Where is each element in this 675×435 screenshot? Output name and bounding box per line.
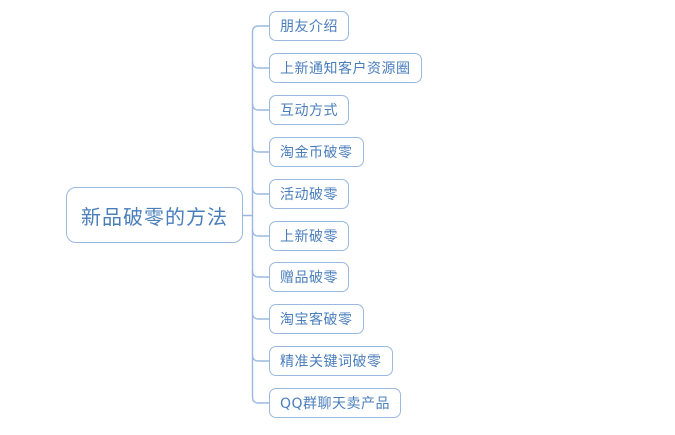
branch-node-label: 上新破零 bbox=[280, 229, 338, 245]
branch-elbow-1 bbox=[251, 25, 270, 33]
branch-elbow-6 bbox=[251, 229, 270, 237]
branch-node-8[interactable]: 淘宝客破零 bbox=[269, 304, 364, 334]
branch-node-4[interactable]: 淘金币破零 bbox=[269, 137, 364, 167]
branch-elbow-4 bbox=[251, 145, 270, 153]
branch-node-7[interactable]: 赠品破零 bbox=[269, 262, 349, 292]
branch-elbow-5 bbox=[251, 187, 270, 195]
branch-node-2[interactable]: 上新通知客户资源圈 bbox=[269, 53, 422, 83]
branch-elbow-7 bbox=[251, 270, 270, 278]
branch-elbow-8 bbox=[251, 312, 270, 320]
branch-node-label: 互动方式 bbox=[280, 103, 338, 119]
branch-node-1[interactable]: 朋友介绍 bbox=[269, 11, 349, 41]
branch-node-label: 精准关键词破零 bbox=[280, 354, 382, 370]
branch-elbow-3 bbox=[251, 103, 270, 111]
branch-node-label: 淘宝客破零 bbox=[280, 312, 353, 328]
root-node-label: 新品破零的方法 bbox=[81, 204, 228, 229]
branch-node-label: QQ群聊天卖产品 bbox=[280, 396, 391, 412]
branch-elbow-10 bbox=[251, 396, 270, 404]
branch-node-label: 上新通知客户资源圈 bbox=[280, 61, 411, 77]
branch-node-label: 朋友介绍 bbox=[280, 19, 338, 35]
branch-node-6[interactable]: 上新破零 bbox=[269, 221, 349, 251]
branch-elbow-9 bbox=[251, 354, 270, 362]
branch-elbow-2 bbox=[251, 61, 270, 69]
branch-node-label: 活动破零 bbox=[280, 187, 338, 203]
branch-node-label: 淘金币破零 bbox=[280, 145, 353, 161]
branch-node-9[interactable]: 精准关键词破零 bbox=[269, 346, 393, 376]
root-node[interactable]: 新品破零的方法 bbox=[66, 187, 243, 243]
branch-node-10[interactable]: QQ群聊天卖产品 bbox=[269, 388, 402, 418]
branch-node-label: 赠品破零 bbox=[280, 270, 338, 286]
branch-node-5[interactable]: 活动破零 bbox=[269, 179, 349, 209]
branch-node-3[interactable]: 互动方式 bbox=[269, 95, 349, 125]
